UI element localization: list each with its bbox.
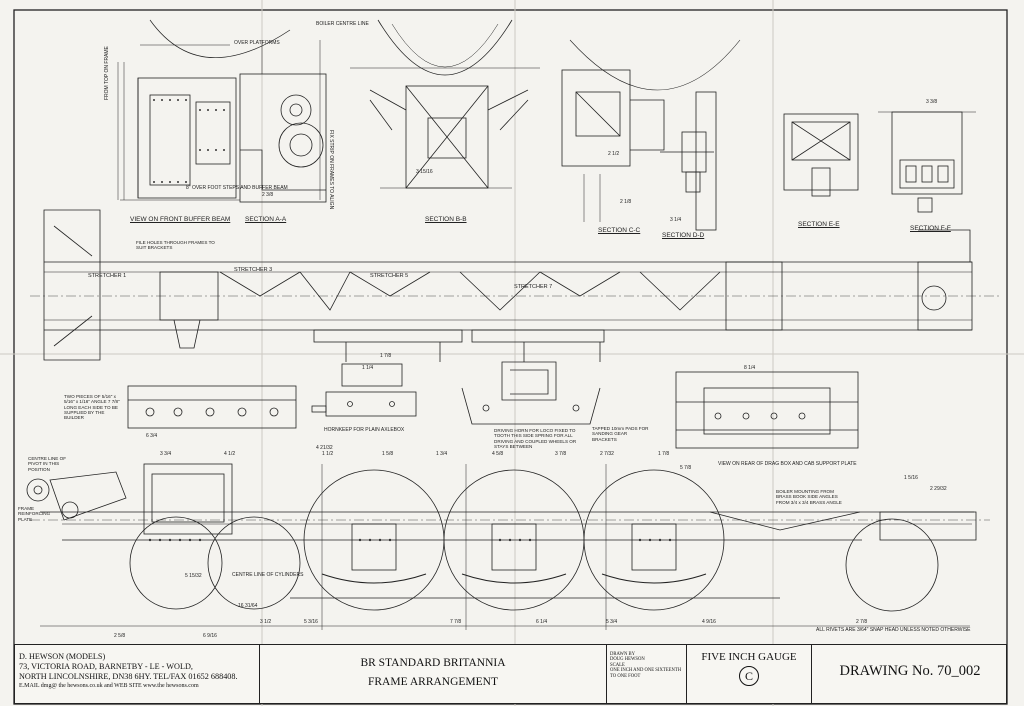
dimension-label: 3 7/8	[555, 451, 567, 457]
driving-horn-note: DRIVING HORN FOR LOCO FIXED TO TOOTH THI…	[494, 428, 577, 449]
holes-note: FILE HOLES THROUGH FRAMES TO SUIT BRACKE…	[136, 240, 215, 251]
drawing-title: BR STANDARD BRITANNIA FRAME ARRANGEMENT	[260, 645, 607, 703]
scale-value: TO ONE FOOT	[610, 673, 641, 679]
dimension-label: 2 5/8	[114, 633, 126, 639]
dimension-label: 7 7/8	[450, 619, 462, 625]
section-f-f-label: SECTION F-F	[910, 225, 951, 232]
dimension-label: 4 5/8	[492, 451, 504, 457]
section-d-d-label: SECTION D-D	[662, 232, 705, 239]
fix-strip-note: FIX STRIP ON FRAMES TO ALIGN	[328, 130, 334, 210]
drawing-number: DRAWING No. 70_002	[839, 663, 981, 679]
frame-side-elevation	[26, 463, 990, 630]
rivets-note: ALL RIVETS ARE 3/64" SNAP HEAD UNLESS NO…	[816, 627, 971, 633]
drawn-by-label: DRAWN BY	[610, 652, 636, 657]
dimension-label: 3 3/4	[160, 451, 172, 457]
dimension-label: 8 1/4	[744, 365, 756, 371]
address-line: NORTH LINCOLNSHIRE, DN38 6HY. TEL/FAX 01…	[19, 672, 238, 681]
angle-detail-view	[127, 385, 297, 429]
dimension-label: 5 7/8	[680, 465, 692, 471]
pivot-note: CENTRE LINE OF PIVOT IN THIS POSITION	[28, 456, 67, 472]
dimension-label: 6 3/4	[146, 433, 158, 439]
dimension-label: 5 3/4	[606, 619, 618, 625]
hornkeep-note: HORNKEEP FOR PLAIN AXLEBOX	[324, 427, 405, 433]
drawing-number-block: DRAWING No. 70_002	[812, 645, 1008, 703]
front-buffer-view-label: VIEW ON FRONT BUFFER BEAM	[130, 216, 231, 223]
section-b-b-label: SECTION B-B	[425, 216, 467, 223]
gauge-label: FIVE INCH GAUGE	[701, 651, 797, 663]
section-f-f-view	[878, 111, 976, 213]
dimension-label: 6 9/16	[203, 633, 217, 639]
stretcher-label: STRETCHER 5	[370, 273, 409, 279]
dimension-label: 2 7/8	[856, 619, 868, 625]
over-platforms-note: OVER PLATFORMS	[234, 40, 280, 46]
stretcher-label: STRETCHER 7	[514, 284, 553, 290]
dimension-label: 3 1/4	[670, 217, 682, 223]
drag-box-note: VIEW ON REAR OF DRAG BOX AND CAB SUPPORT…	[718, 461, 857, 467]
dimension-label: 3 3/8	[926, 99, 938, 105]
section-d-d-view	[660, 91, 717, 231]
dimension-label: 1 5/8	[382, 451, 394, 457]
address-line: 73, VICTORIA ROAD, BARNETBY - LE - WOLD,	[19, 662, 193, 671]
dimension-label: 5 3/16	[304, 619, 318, 625]
title-line-1: BR STANDARD BRITANNIA	[360, 657, 506, 669]
from-top-note: FROM TOP ON FRAME	[104, 46, 110, 100]
dimension-label: 1 7/8	[380, 353, 392, 359]
drawing-border	[13, 9, 1008, 705]
scale-value: ONE INCH AND ONE SIXTEENTH	[610, 668, 682, 674]
section-c-c-view	[561, 39, 741, 222]
dimension-label: 1 1/4	[362, 365, 374, 371]
section-b-b-view	[350, 19, 540, 189]
section-a-a-view	[239, 40, 327, 203]
copyright-icon: C	[739, 666, 759, 686]
section-c-c-label: SECTION C-C	[598, 227, 641, 234]
dimension-label: 16 31/64	[238, 603, 258, 609]
dimension-label: 2 3/8	[262, 192, 274, 198]
company-name: D. HEWSON (MODELS)	[19, 652, 106, 661]
frame-reinforcing-note: FRAME REINFORCING PLATE	[18, 506, 51, 522]
scale-label: SCALE	[610, 662, 625, 668]
hornkeep-view	[311, 363, 417, 417]
stretcher-label: STRETCHER 3	[234, 267, 273, 273]
frame-plan-view	[30, 209, 1000, 362]
dimension-label: 4 9/16	[702, 619, 716, 625]
section-a-a-label: SECTION A-A	[245, 216, 287, 223]
boiler-mounting-note: BOILER MOUNTING FROM BRASS BOOK SIDE ANG…	[776, 489, 842, 505]
dimension-label: 4 1/2	[224, 451, 236, 457]
front-buffer-beam-view	[117, 19, 291, 201]
cylinder-centre-note: CENTRE LINE OF CYLINDERS	[232, 572, 304, 578]
tapped-pads-note: TAPPED 10mm PADS FOR SANDING GEAR BRACKE…	[592, 426, 649, 442]
dimension-label: 5 15/32	[185, 573, 202, 579]
dimension-label: 1 7/8	[658, 451, 670, 457]
drawn-by-block: DRAWN BY DOUG HEWSON SCALE ONE INCH AND …	[607, 645, 687, 703]
driving-horn-view	[461, 361, 601, 425]
stretcher-label: STRETCHER 1	[88, 273, 127, 279]
dimension-label: 2 7/32	[600, 451, 614, 457]
address-block: D. HEWSON (MODELS) 73, VICTORIA ROAD, BA…	[15, 645, 260, 703]
dimension-label: 1 3/4	[436, 451, 448, 457]
contact-line: E.MAIL dmg@ the hewsons.co.uk and WEB SI…	[19, 683, 199, 689]
dimension-label: 1 1/2	[322, 451, 334, 457]
drag-box-view	[675, 371, 859, 449]
title-line-2: FRAME ARRANGEMENT	[367, 676, 499, 688]
section-e-e-label: SECTION E-E	[798, 221, 840, 228]
dimension-label: 2 29/32	[930, 486, 947, 492]
dimension-label: 3 1/2	[260, 619, 272, 625]
gauge-block: FIVE INCH GAUGE C	[687, 645, 812, 703]
boiler-centre-note: BOILER CENTRE LINE	[316, 21, 369, 27]
over-foot-note: 8" OVER FOOT STEPS AND BUFFER BEAM	[186, 185, 288, 191]
drill-angle-note: TWO PIECES OF 5/16" x 5/16" x 1/16" ANGL…	[64, 394, 120, 421]
section-e-e-view	[783, 113, 859, 197]
drawn-by-value: DOUG HEWSON	[610, 657, 645, 663]
dimension-label: 3 15/16	[416, 169, 433, 175]
dimension-label: 2 1/2	[608, 151, 620, 157]
dimension-label: 4 21/32	[316, 445, 333, 451]
dimension-label: 1 5/16	[904, 475, 918, 481]
dimension-label: 2 1/8	[620, 199, 632, 205]
title-block: D. HEWSON (MODELS) 73, VICTORIA ROAD, BA…	[14, 644, 1007, 704]
dimension-label: 6 1/4	[536, 619, 548, 625]
